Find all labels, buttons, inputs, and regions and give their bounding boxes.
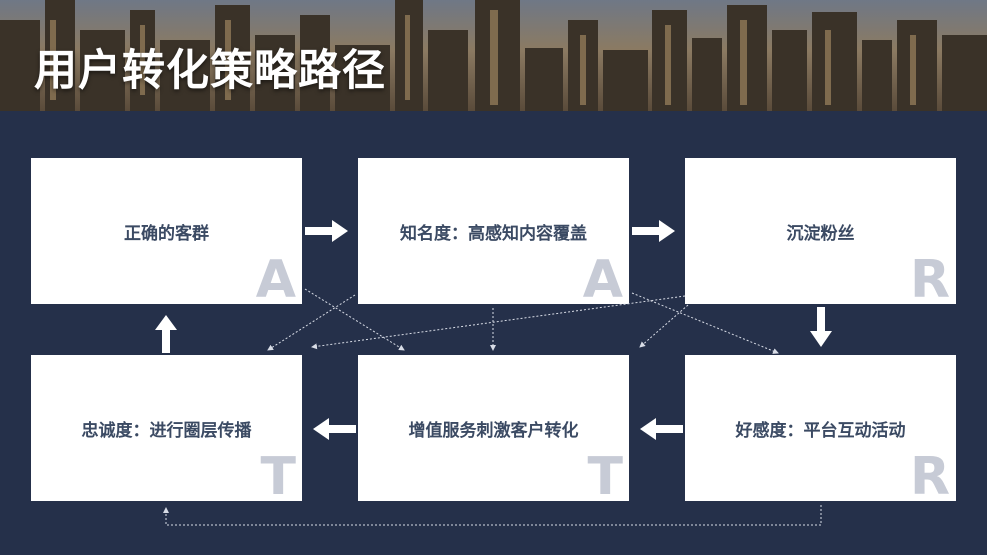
card-conversion: 增值服务刺激客户转化 T [358,355,629,507]
card-label: 正确的客群 [124,223,209,244]
city-skyline-image [0,0,987,111]
card-awareness: 知名度：高感知内容覆盖 A [358,158,629,310]
card-letter: R [909,250,950,310]
card-label: 忠诚度：进行圈层传播 [81,420,252,441]
arrow-right-1 [305,220,348,242]
card-letter: A [582,250,623,310]
card-label: 知名度：高感知内容覆盖 [400,223,587,244]
arrow-right-2 [632,220,675,242]
card-loyalty: 忠诚度：进行圈层传播 T [31,355,302,507]
arrow-up [155,315,177,353]
arrow-left-1 [640,418,683,440]
card-label: 沉淀粉丝 [786,223,855,244]
card-label: 好感度：平台互动活动 [735,420,906,441]
card-label: 增值服务刺激客户转化 [408,420,579,441]
card-letter: T [260,447,296,507]
arrow-down [810,307,832,347]
card-fans: 沉淀粉丝 R [685,158,956,310]
arrow-left-2 [313,418,356,440]
header-banner: 用户转化策略路径 [0,0,987,111]
page-title: 用户转化策略路径 [34,46,386,96]
card-target-audience: 正确的客群 A [31,158,302,310]
main-arrows [155,220,832,440]
card-letter: A [255,250,296,310]
card-favorability: 好感度：平台互动活动 R [685,355,956,507]
card-letter: T [587,447,623,507]
thin-connectors [163,288,822,526]
card-letter: R [909,447,950,507]
